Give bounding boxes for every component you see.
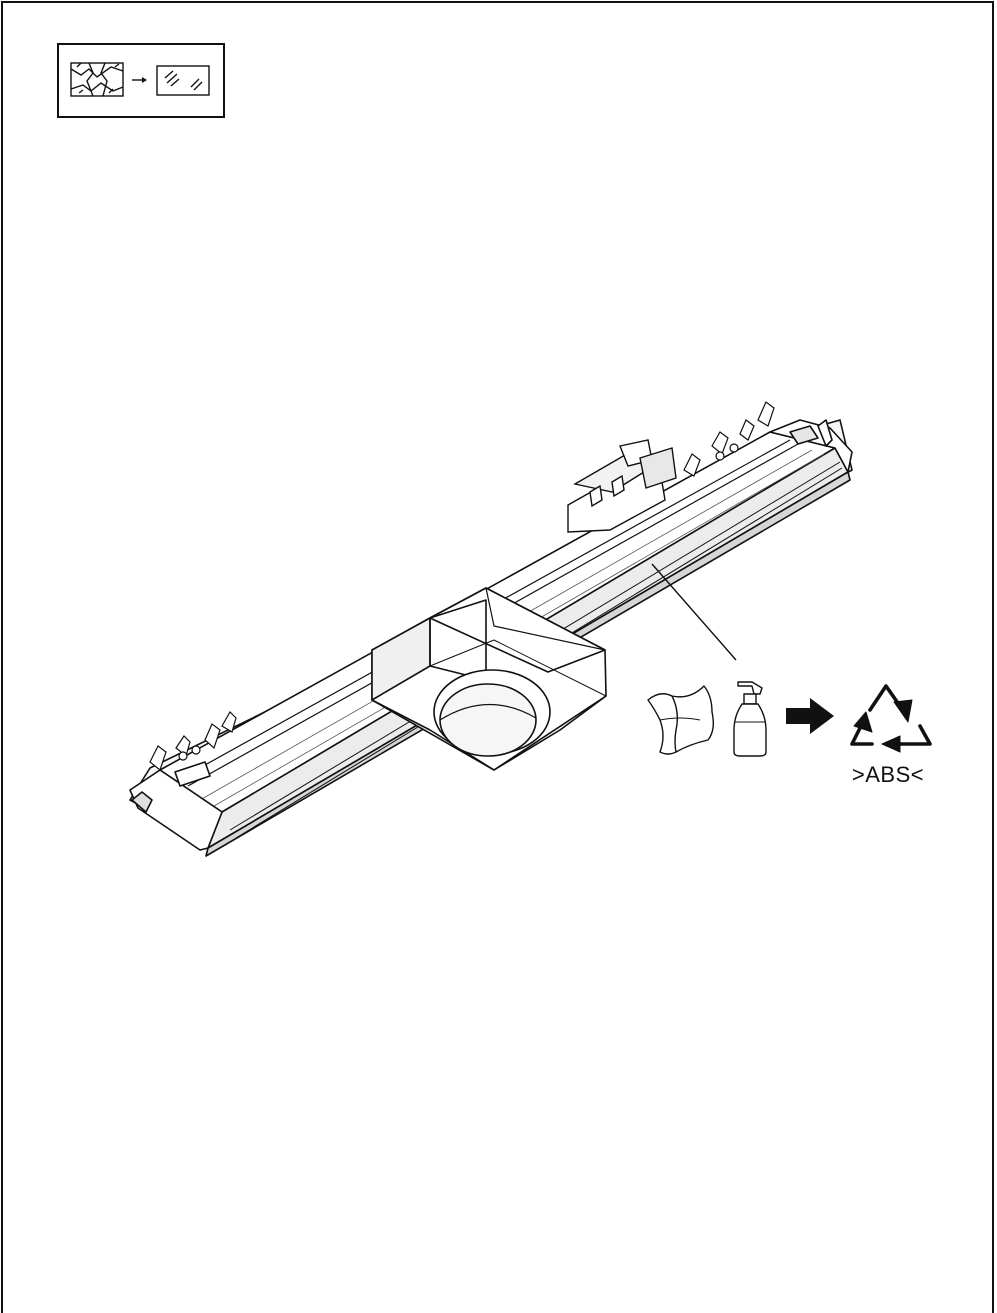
rail-clips-right <box>683 401 775 477</box>
bold-arrow-icon <box>786 698 834 734</box>
intact-glass-icon <box>156 65 210 96</box>
sensor-housing <box>371 587 607 771</box>
glass-replacement-pictogram <box>57 43 225 118</box>
broken-glass-icon <box>70 62 124 97</box>
rail-clips-left <box>149 711 237 772</box>
arrow-right-icon <box>132 77 147 83</box>
material-code-label: >ABS< <box>851 762 925 787</box>
recycle-icon <box>850 684 932 753</box>
cloth-icon <box>647 685 715 755</box>
spray-bottle-icon <box>733 681 767 757</box>
leader-line <box>651 563 737 661</box>
mounting-bracket <box>567 439 677 533</box>
